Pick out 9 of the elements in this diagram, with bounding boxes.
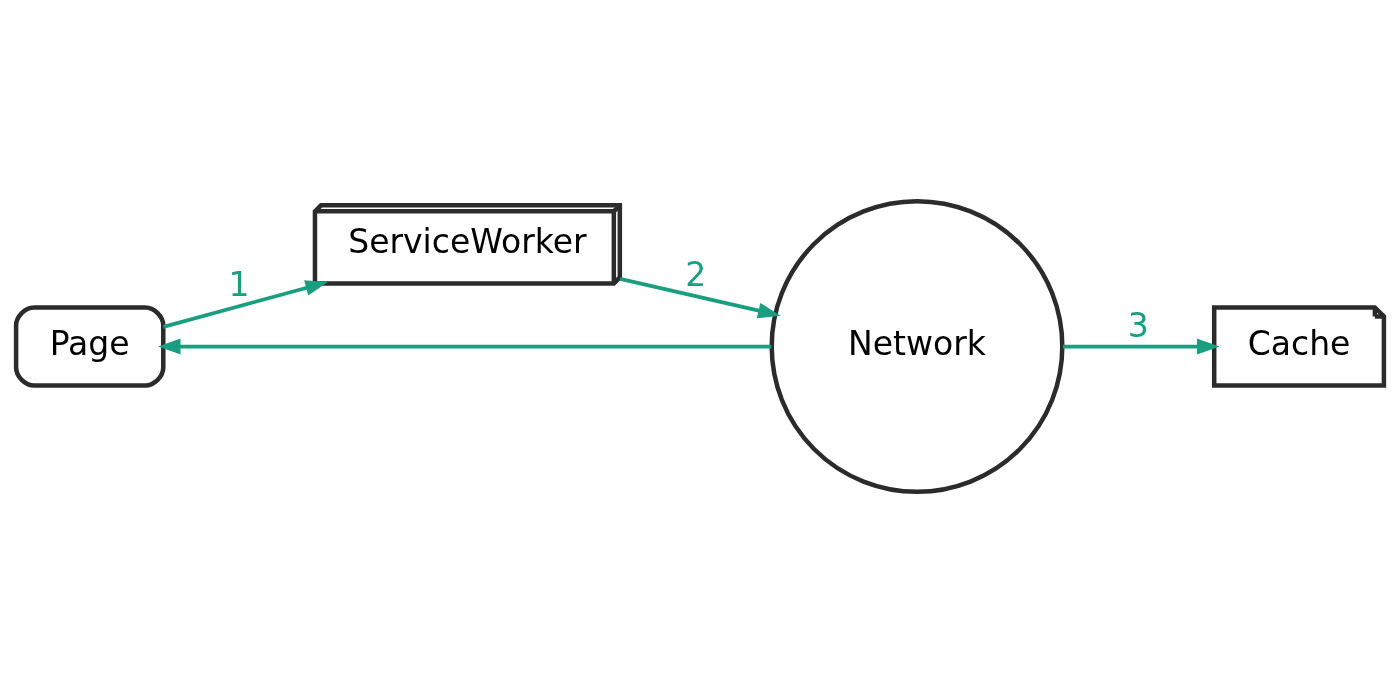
node-circle: Network: [769, 198, 1065, 494]
edge-label: 1: [228, 264, 250, 304]
edge-label: 3: [1127, 305, 1149, 345]
arrow: [619, 276, 781, 318]
arrow: [157, 338, 772, 354]
edge-label: 2: [685, 254, 707, 294]
node-box: Page: [13, 304, 166, 388]
arrow: [162, 279, 328, 329]
arrow: [1062, 338, 1220, 354]
